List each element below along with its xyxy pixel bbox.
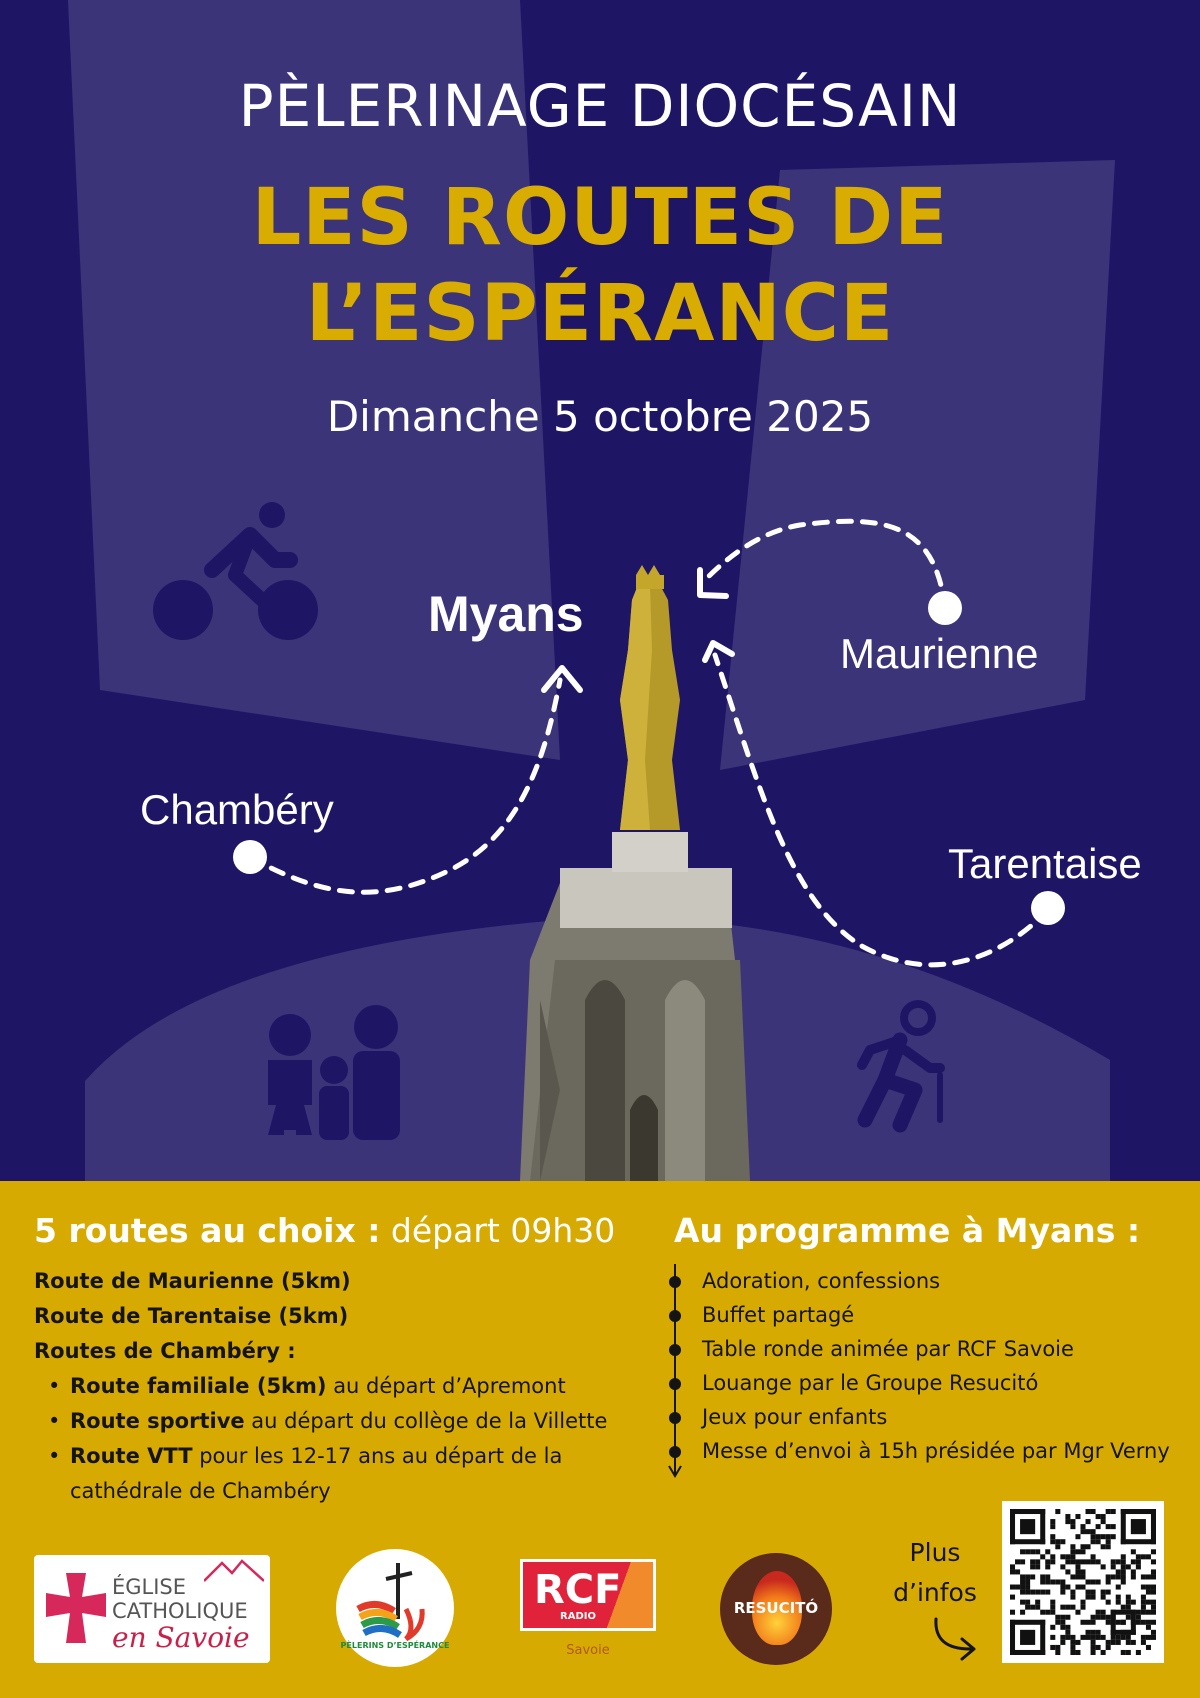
routes-heading-bold: 5 routes au choix : [34,1211,381,1250]
route-sportive: Route sportive au départ du collège de l… [34,1404,654,1439]
chambery-subroutes: Route familiale (5km) au départ d’Apremo… [34,1369,654,1509]
background-beams [68,0,1115,1181]
eglise-savoie-logo: ÉGLISE CATHOLIQUE en Savoie [34,1555,270,1663]
jubile-emblem-icon [356,1563,425,1642]
routes-chambery: Routes de Chambéry : [34,1339,296,1363]
event-title-line1: LES ROUTES DE [251,173,949,263]
jubile-label: PÈLERINS D’ESPÉRANCE [340,1641,450,1650]
dot-tarentaise [1031,891,1065,925]
event-title-line2: L’ESPÉRANCE [305,269,895,359]
rcf-wordmark: RCF [534,1567,622,1613]
programme-list: Adoration, confessions Buffet partagé Ta… [669,1264,1194,1468]
routes-list: Route de Maurienne (5km) Route de Tarent… [34,1264,654,1509]
hiker-icon [857,1000,945,1133]
rcf-radio-label: RADIO [560,1611,596,1622]
route-paths [247,518,1051,968]
arrow-chambery [541,665,583,693]
routes-heading-time: départ 09h30 [380,1211,616,1250]
programme-item: Buffet partagé [669,1298,1194,1332]
arrow-tarentaise [702,640,735,663]
programme-item: Messe d’envoi à 15h présidée par Mgr Ver… [669,1434,1194,1468]
programme-timeline: Adoration, confessions Buffet partagé Ta… [668,1264,1194,1478]
programme-item: Adoration, confessions [669,1264,1194,1298]
timeline-arrow-icon [668,1465,682,1478]
family-icon [268,1005,400,1140]
route-arrowheads [541,567,735,693]
place-tarentaise: Tarentaise [948,840,1142,887]
rcf-savoie-label: Savoie [566,1643,610,1658]
beam-right [720,160,1115,770]
poster-top: PÈLERINAGE DIOCÉSAIN LES ROUTES DE L’ESP… [0,0,1200,1181]
qr-code-pattern [1010,1509,1156,1655]
statue-of-mary [620,565,680,830]
statue-tower [520,832,750,1181]
route-maurienne: Route de Maurienne (5km) [34,1269,351,1293]
place-myans: Myans [428,586,584,642]
route-familiale: Route familiale (5km) au départ d’Apremo… [34,1369,654,1404]
cross-icon [46,1573,106,1643]
route-tarentaise-path [712,652,1051,968]
rcf-radio-logo: RCF RADIO Savoie [520,1559,656,1663]
rcf-box [520,1559,656,1631]
beam-left [68,0,560,760]
event-title: LES ROUTES DE L’ESPÉRANCE [0,170,1200,362]
routes-heading: 5 routes au choix : départ 09h30 [34,1211,654,1250]
resucito-wordmark: RESUCITÓ [733,1599,819,1617]
programme-section: Au programme à Myans : Adoration, confes… [668,1211,1194,1478]
route-origin-dots [233,591,1065,925]
programme-item: Louange par le Groupe Resucitó [669,1366,1194,1400]
mountain-icon [204,1559,264,1582]
resucito-logo: RESUCITÓ [720,1553,832,1665]
place-chambery: Chambéry [140,786,334,833]
place-maurienne: Maurienne [840,630,1039,677]
programme-item: Table ronde animée par RCF Savoie [669,1332,1194,1366]
jubile-2025-logo: PÈLERINS D’ESPÉRANCE [336,1549,454,1667]
route-maurienne-path [702,518,948,611]
poster-info-panel: 5 routes au choix : départ 09h30 Route d… [0,1181,1200,1698]
route-chambery-path [247,677,563,895]
programme-heading: Au programme à Myans : [674,1211,1141,1250]
routes-section: 5 routes au choix : départ 09h30 Route d… [34,1211,654,1509]
qr-code[interactable] [1002,1501,1164,1663]
dot-maurienne [928,591,962,625]
curved-arrow-icon [934,1617,976,1661]
plus-infos-label: Plus d’infos [893,1538,977,1607]
route-vtt: Route VTT pour les 12-17 ans au départ d… [34,1439,654,1509]
eglise-text: ÉGLISE CATHOLIQUE [112,1575,248,1623]
flame-icon [752,1571,802,1645]
route-tarentaise: Route de Tarentaise (5km) [34,1304,349,1328]
programme-item: Jeux pour enfants [669,1400,1194,1434]
event-date: Dimanche 5 octobre 2025 [326,392,874,441]
beam-bottom-left [85,920,560,1181]
timeline-line [674,1264,676,1474]
bicycle-icon [153,502,318,640]
event-kicker: PÈLERINAGE DIOCÉSAIN [238,72,962,140]
arrow-maurienne [697,567,729,599]
dot-chambery [233,840,267,874]
en-savoie-text: en Savoie [112,1621,250,1654]
